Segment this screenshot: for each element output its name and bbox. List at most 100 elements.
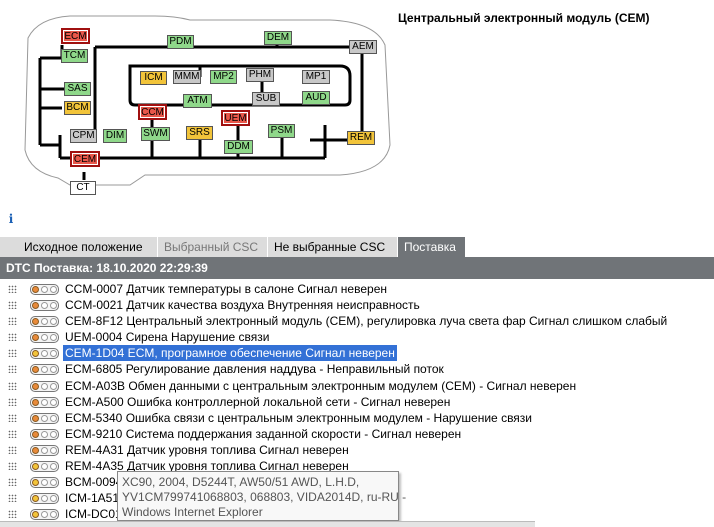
drag-handle-icon[interactable] bbox=[8, 365, 17, 374]
status-lamps-icon bbox=[30, 509, 59, 521]
drag-handle-icon[interactable] bbox=[8, 494, 17, 503]
module-swm[interactable]: SWM bbox=[141, 127, 170, 141]
status-lamps-icon bbox=[30, 412, 59, 424]
lamp-icon bbox=[41, 446, 48, 454]
drag-handle-icon[interactable] bbox=[8, 478, 17, 487]
status-lamps-icon bbox=[30, 348, 59, 360]
drag-handle-icon[interactable] bbox=[8, 381, 17, 390]
module-srs[interactable]: SRS bbox=[186, 126, 213, 140]
lamp-icon bbox=[32, 495, 39, 503]
tab-initial-position[interactable]: Исходное положение bbox=[0, 237, 158, 257]
dtc-row[interactable]: CEM-1D04 ECM, програмное обеспечение Сиг… bbox=[0, 345, 714, 362]
module-atm[interactable]: ATM bbox=[183, 94, 212, 108]
tooltip-line-3: Windows Internet Explorer bbox=[122, 505, 263, 519]
dtc-text: ECM-6805 Регулирование давления наддува … bbox=[65, 362, 444, 377]
lamp-icon bbox=[50, 286, 57, 293]
dtc-text: UEM-0004 Сирена Нарушение связи bbox=[65, 330, 270, 345]
lamp-icon bbox=[32, 414, 39, 422]
drag-handle-icon[interactable] bbox=[8, 285, 17, 293]
diagram-title: Центральный электронный модуль (CEM) bbox=[398, 11, 650, 25]
dtc-text: ECM-A500 Ошибка контроллерной локальной … bbox=[65, 394, 451, 409]
module-mp2[interactable]: MP2 bbox=[210, 70, 237, 84]
lamp-icon bbox=[32, 511, 39, 519]
drag-handle-icon[interactable] bbox=[8, 333, 17, 342]
module-dim[interactable]: DIM bbox=[103, 129, 127, 143]
lamp-icon bbox=[32, 430, 39, 438]
lamp-icon bbox=[32, 318, 39, 326]
module-ddm[interactable]: DDM bbox=[224, 140, 253, 154]
status-lamps-icon bbox=[30, 428, 59, 440]
drag-handle-icon[interactable] bbox=[8, 349, 17, 358]
lamp-icon bbox=[41, 398, 48, 406]
lamp-icon bbox=[50, 463, 57, 471]
dtc-row[interactable]: ECM-9210 Система поддержания заданной ск… bbox=[0, 426, 714, 442]
dtc-row[interactable]: CCM-0021 Датчик качества воздуха Внутрен… bbox=[0, 297, 714, 313]
dtc-text: CEM-8F12 Центральный электронный модуль … bbox=[65, 314, 668, 329]
drag-handle-icon[interactable] bbox=[8, 301, 17, 310]
lamp-icon bbox=[41, 286, 48, 293]
drag-handle-icon[interactable] bbox=[8, 462, 17, 471]
module-phm[interactable]: PHM bbox=[246, 68, 274, 82]
dtc-header: DTC Поставка: 18.10.2020 22:29:39 bbox=[0, 257, 714, 279]
lamp-icon bbox=[50, 511, 57, 519]
lamp-icon bbox=[50, 446, 57, 454]
module-dem[interactable]: DEM bbox=[264, 31, 292, 45]
module-rem[interactable]: REM bbox=[347, 131, 375, 145]
lamp-icon bbox=[32, 334, 39, 342]
drag-handle-icon[interactable] bbox=[8, 397, 17, 406]
lamp-icon bbox=[41, 495, 48, 503]
module-ecm[interactable]: ECM bbox=[61, 28, 90, 44]
status-lamps-icon bbox=[30, 380, 59, 392]
module-ct[interactable]: CT bbox=[70, 181, 96, 195]
lamp-icon bbox=[41, 366, 48, 374]
module-aem[interactable]: AEM bbox=[349, 40, 377, 54]
module-psm[interactable]: PSM bbox=[268, 124, 295, 138]
lamp-icon bbox=[50, 302, 57, 310]
module-icm[interactable]: ICM bbox=[140, 71, 167, 85]
lamp-icon bbox=[32, 398, 39, 406]
dtc-row[interactable]: ECM-A03B Обмен данными с центральным эле… bbox=[0, 378, 714, 394]
drag-handle-icon[interactable] bbox=[8, 413, 17, 422]
module-sub[interactable]: SUB bbox=[252, 92, 280, 106]
module-pdm[interactable]: PDM bbox=[167, 35, 194, 49]
tab-delivery[interactable]: Поставка bbox=[398, 237, 466, 257]
status-lamps-icon bbox=[30, 396, 59, 408]
module-aud[interactable]: AUD bbox=[302, 91, 330, 105]
tooltip-line-2: YV1CM799741068803, 068803, VIDA2014D, ru… bbox=[122, 490, 407, 504]
tab-unselected-csc[interactable]: Не выбранные CSC bbox=[268, 237, 398, 257]
lamp-icon bbox=[50, 430, 57, 438]
tab-selected-csc[interactable]: Выбранный CSC bbox=[158, 237, 268, 257]
info-icon[interactable]: i bbox=[8, 212, 14, 226]
drag-handle-icon[interactable] bbox=[8, 317, 17, 326]
module-mp1[interactable]: MP1 bbox=[302, 70, 330, 84]
dtc-row[interactable]: ECM-5340 Ошибка связи с центральным элек… bbox=[0, 410, 714, 426]
drag-handle-icon[interactable] bbox=[8, 445, 17, 454]
dtc-row[interactable]: ECM-6805 Регулирование давления наддува … bbox=[0, 361, 714, 377]
module-cem[interactable]: CEM bbox=[70, 151, 100, 167]
module-ccm[interactable]: CCM bbox=[138, 104, 167, 120]
drag-handle-icon[interactable] bbox=[8, 429, 17, 438]
module-mmm[interactable]: MMM bbox=[173, 70, 201, 84]
status-lamps-icon bbox=[30, 332, 59, 344]
lamp-icon bbox=[41, 334, 48, 342]
lamp-icon bbox=[41, 479, 48, 487]
module-sas[interactable]: SAS bbox=[64, 82, 91, 96]
dtc-row[interactable]: REM-4A35 Датчик уровня топлива Сигнал не… bbox=[0, 458, 714, 474]
lamp-icon bbox=[50, 495, 57, 503]
dtc-row[interactable]: ECM-A500 Ошибка контроллерной локальной … bbox=[0, 394, 714, 410]
horizontal-scrollbar[interactable] bbox=[0, 521, 535, 527]
dtc-row[interactable]: REM-4A31 Датчик уровня топлива Сигнал не… bbox=[0, 442, 714, 458]
lamp-icon bbox=[50, 350, 57, 358]
dtc-row[interactable]: CCM-0007 Датчик температуры в салоне Сиг… bbox=[0, 281, 714, 297]
lamp-icon bbox=[32, 382, 39, 390]
dtc-row[interactable]: UEM-0004 Сирена Нарушение связи bbox=[0, 329, 714, 345]
lamp-icon bbox=[32, 366, 39, 374]
module-cpm[interactable]: CPM bbox=[70, 129, 97, 143]
drag-handle-icon[interactable] bbox=[8, 510, 17, 519]
dtc-row[interactable]: CEM-8F12 Центральный электронный модуль … bbox=[0, 313, 714, 329]
module-tcm[interactable]: TCM bbox=[61, 49, 88, 63]
module-bcm[interactable]: BCM bbox=[64, 101, 91, 115]
lamp-icon bbox=[32, 350, 39, 358]
status-lamps-icon bbox=[30, 444, 59, 456]
module-uem[interactable]: UEM bbox=[221, 110, 250, 126]
